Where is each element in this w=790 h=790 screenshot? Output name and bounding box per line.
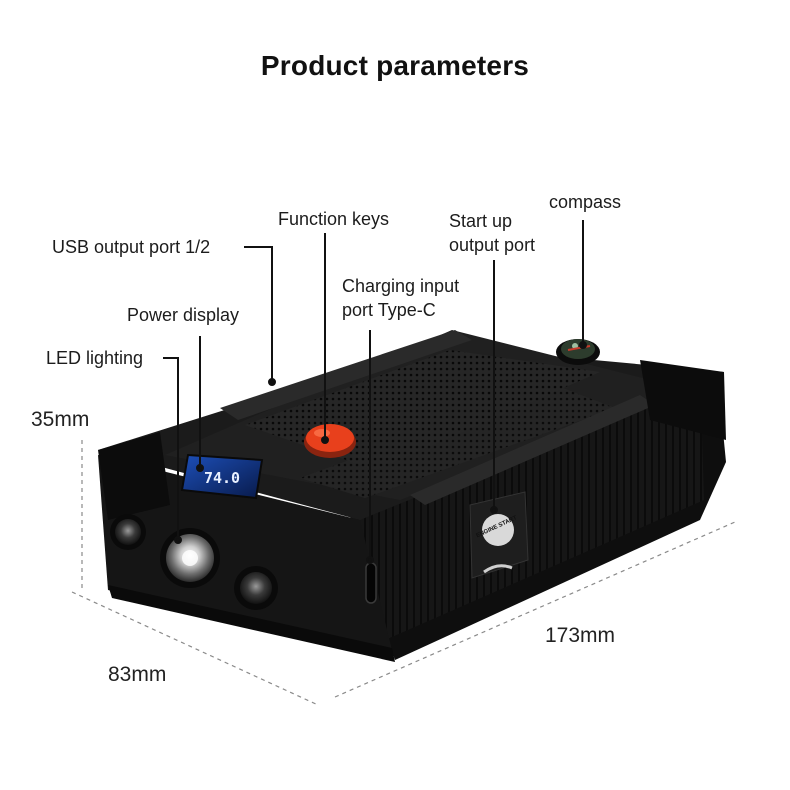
power-display: 74.0 (180, 453, 264, 500)
display-reading: 74.0 (204, 469, 240, 487)
label-start-up-line1: Start up (449, 211, 513, 231)
callout-lines (163, 220, 587, 564)
label-usb-output-port: USB output port 1/2 (52, 237, 211, 257)
label-start-up-line2: output port (449, 235, 536, 255)
function-key-button (304, 424, 356, 458)
label-led-lighting: LED lighting (46, 348, 144, 368)
dimension-guides (71, 440, 736, 706)
label-compass: compass (549, 192, 622, 212)
compass-icon (556, 339, 600, 365)
engine-start-port: ENGINE START (469, 491, 529, 579)
dimension-length: 173mm (545, 624, 616, 647)
dimension-height: 35mm (31, 408, 90, 431)
label-function-keys: Function keys (278, 209, 390, 229)
label-charging-input-line2: port Type-C (342, 300, 436, 320)
usb-c-port (365, 562, 377, 604)
dimension-width: 83mm (108, 663, 167, 686)
jump-starter-device: ENGINE START (98, 330, 726, 662)
label-power-display: Power display (127, 305, 240, 325)
label-charging-input-line1: Charging input (342, 276, 460, 296)
led-lights (110, 514, 278, 610)
page-title: Product parameters (260, 50, 530, 81)
